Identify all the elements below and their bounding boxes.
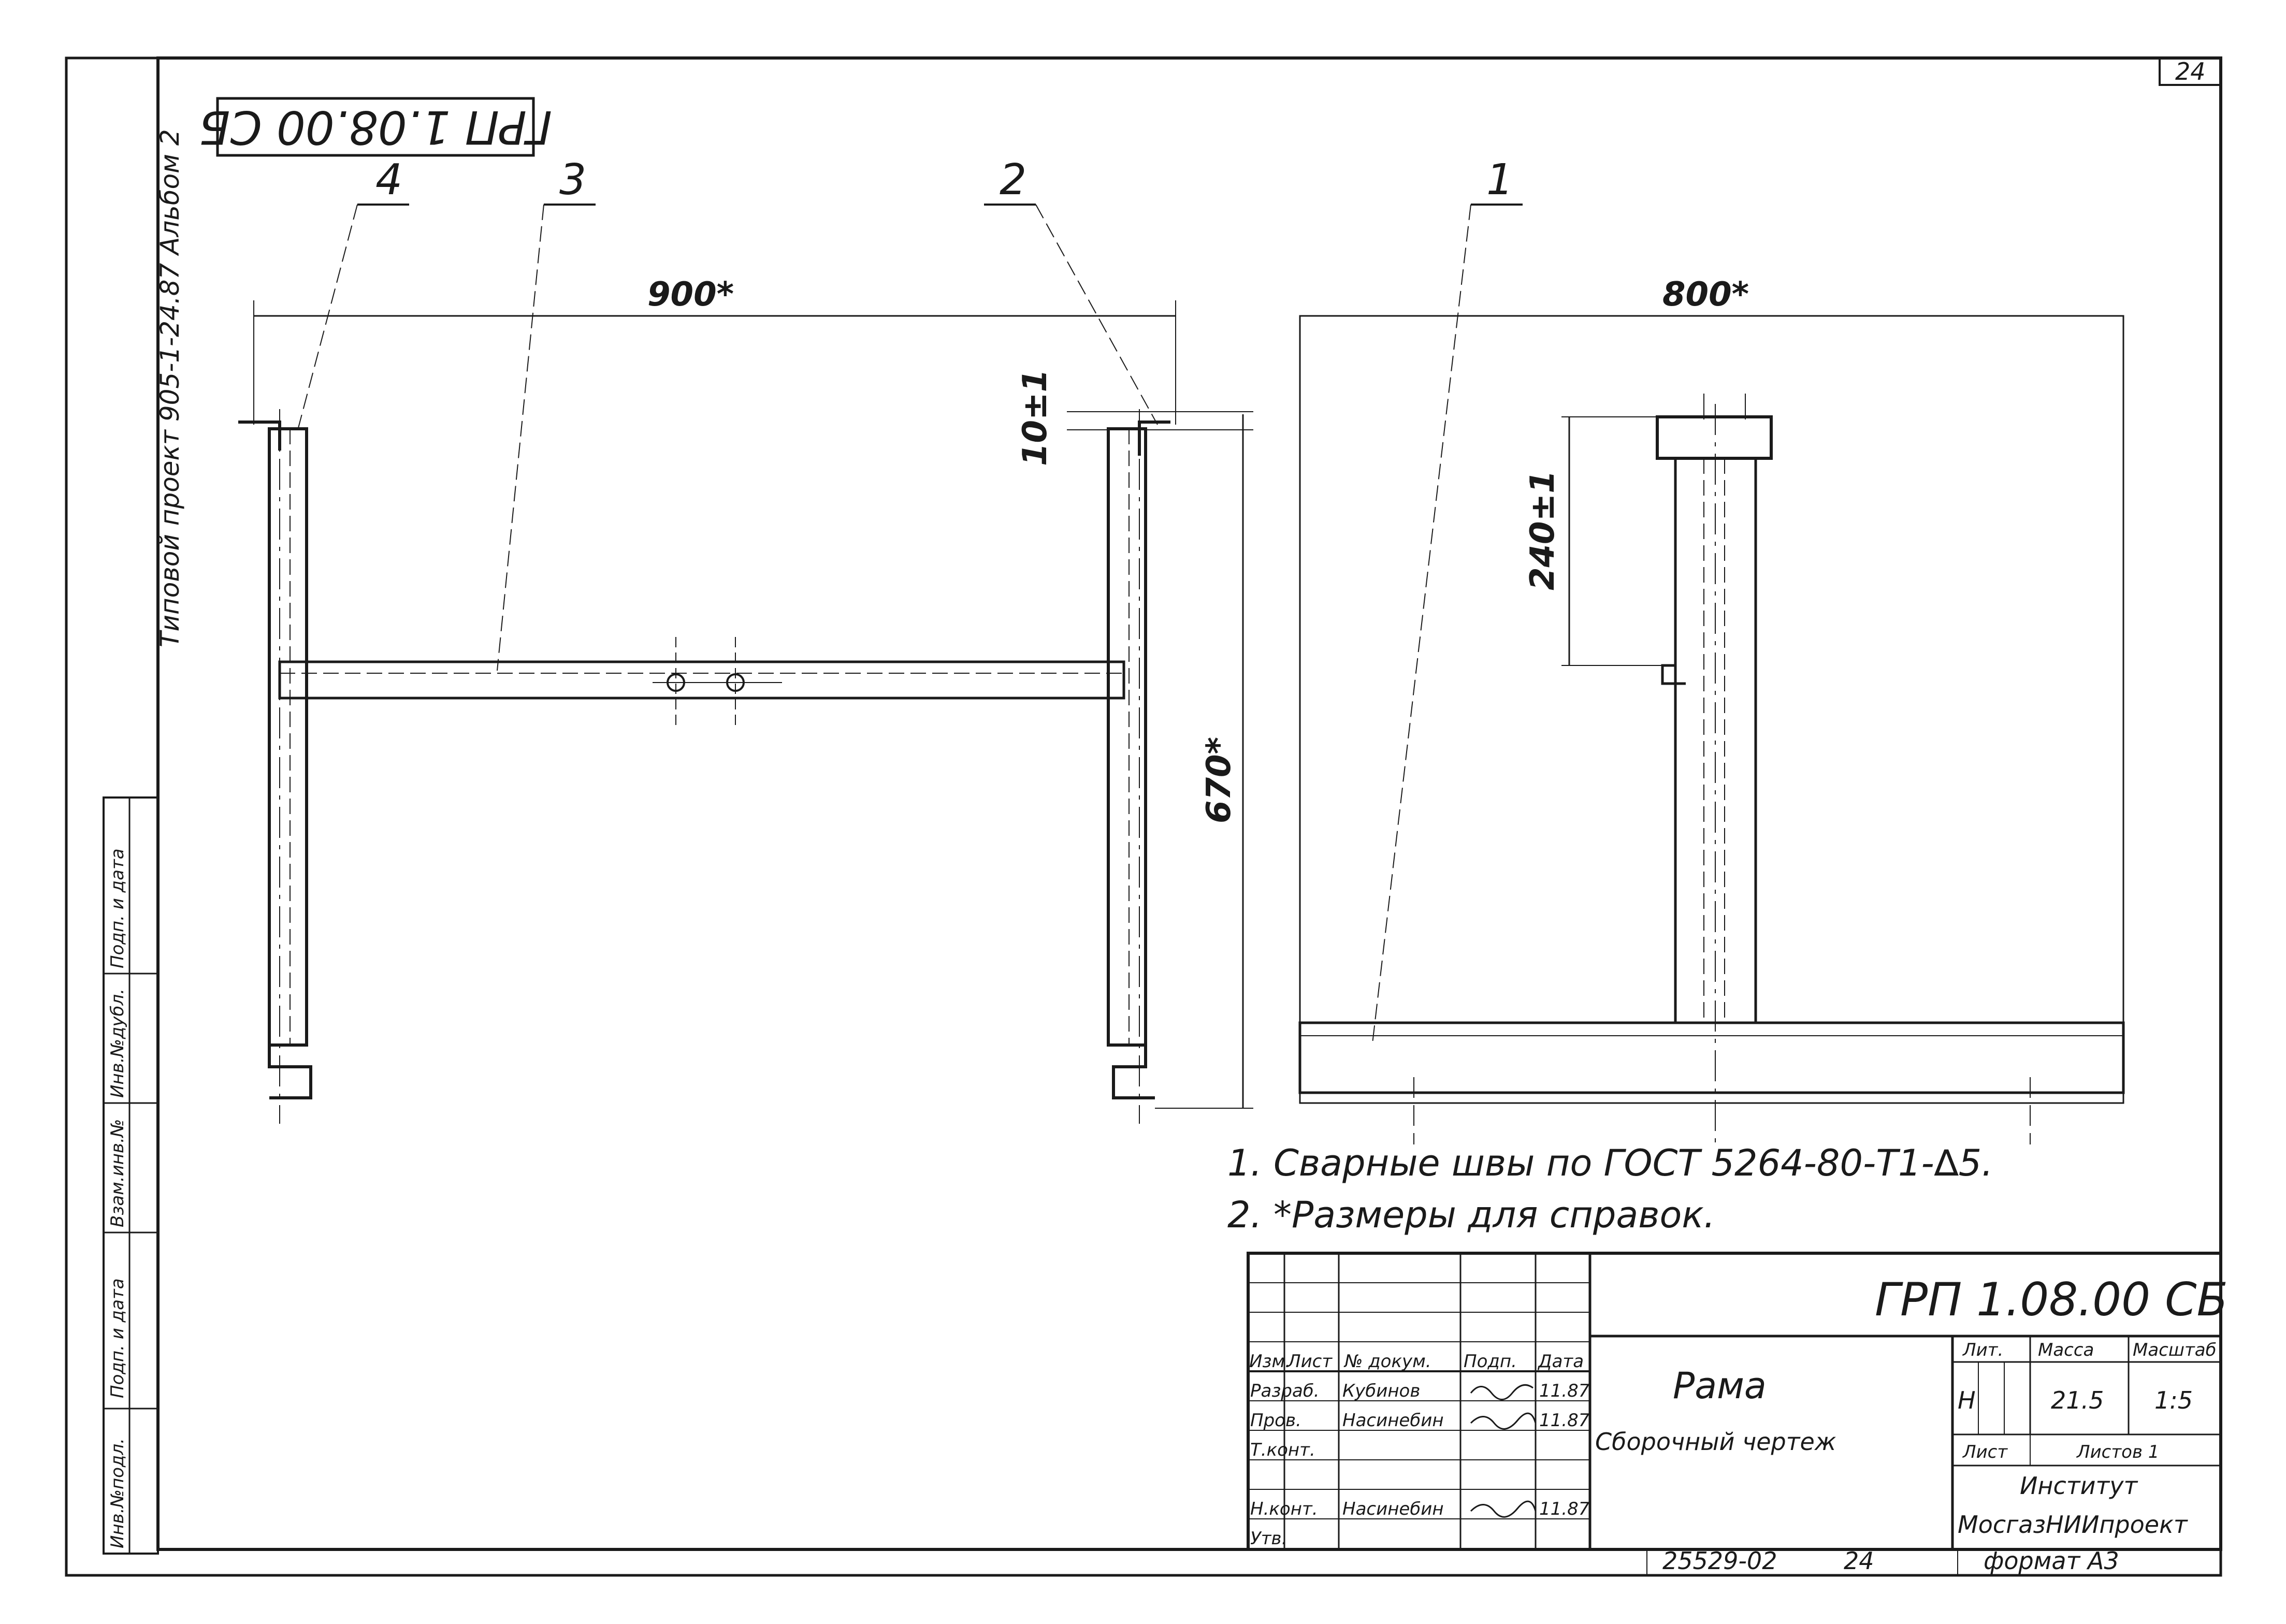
left-stamp-column bbox=[103, 796, 159, 1555]
top-stamp-box bbox=[216, 97, 535, 157]
tb-scale-label: Масштаб bbox=[2133, 1340, 2217, 1360]
tb-mass-value: 21.5 bbox=[2051, 1386, 2104, 1414]
sheet-outer-frame bbox=[65, 56, 2222, 1577]
callout-4: 4 bbox=[375, 155, 402, 205]
tb-row-3-date: 11.87 bbox=[1539, 1499, 1590, 1519]
tb-row-3-role: Н.конт. bbox=[1250, 1499, 1318, 1519]
tb-mass-label: Масса bbox=[2038, 1340, 2094, 1360]
tb-bottom-sheet: 24 bbox=[1844, 1547, 1874, 1575]
tb-header-docnum: № докум. bbox=[1343, 1351, 1431, 1372]
callout-1: 1 bbox=[1486, 155, 1513, 205]
tb-document-code: ГРП 1.08.00 СБ bbox=[1875, 1273, 2228, 1326]
dim-height: 670* bbox=[1200, 737, 1238, 823]
tb-row-1-date: 11.87 bbox=[1539, 1410, 1590, 1431]
tb-org-line1: Институт bbox=[2020, 1472, 2138, 1500]
left-stamp-3: Инв.№дубл. bbox=[107, 989, 128, 1098]
corner-sheet-box bbox=[2159, 57, 2222, 86]
callout-2: 2 bbox=[1000, 155, 1026, 205]
tb-sheets-label: Листов 1 bbox=[2076, 1442, 2159, 1462]
tb-lit-label: Лит. bbox=[1962, 1340, 2003, 1360]
dim-bracket: 240±1 bbox=[1524, 470, 1562, 590]
top-stamp-code: ГРП 1.08.00 СБ bbox=[199, 100, 552, 154]
tb-row-4-role: Утв. bbox=[1250, 1528, 1287, 1549]
tb-header-list: Лист bbox=[1286, 1351, 1333, 1372]
signature-checker bbox=[1470, 1412, 1537, 1430]
dim-width-front: 900* bbox=[647, 276, 734, 314]
dim-width-side: 800* bbox=[1662, 276, 1749, 314]
side-dimensions bbox=[1561, 416, 1665, 666]
tb-bottom-number: 25529-02 bbox=[1662, 1547, 1777, 1575]
tb-row-1-name: Насинебин bbox=[1342, 1410, 1444, 1431]
corner-sheet-number: 24 bbox=[2175, 57, 2206, 85]
left-stamp-4: Подп. и дата bbox=[107, 848, 128, 968]
front-dimensions bbox=[253, 300, 1253, 1109]
tb-org-line2: МосгазНИИпроект bbox=[1958, 1511, 2188, 1539]
tb-header-izm: Изм. bbox=[1249, 1351, 1291, 1372]
callout-leaders bbox=[297, 204, 1523, 1044]
tb-row-0-date: 11.87 bbox=[1539, 1381, 1590, 1401]
left-stamp-2: Взам.инв.№ bbox=[107, 1119, 128, 1227]
note-1: 1. Сварные швы по ГОСТ 5264-80-Т1-∆5. bbox=[1227, 1142, 1993, 1184]
signature-developer bbox=[1470, 1384, 1533, 1400]
tb-header-sign: Подп. bbox=[1464, 1351, 1517, 1372]
callout-3: 3 bbox=[559, 155, 586, 205]
tb-sheet-label: Лист bbox=[1962, 1442, 2008, 1462]
left-stamp-1: Подп. и дата bbox=[107, 1278, 128, 1398]
left-stamp-0: Инв.№подл. bbox=[107, 1438, 128, 1548]
title-block bbox=[1247, 1252, 2222, 1575]
signature-norm-control bbox=[1470, 1500, 1537, 1518]
tb-drawing-subtitle: Сборочный чертеж bbox=[1595, 1428, 1836, 1456]
tb-row-0-role: Разраб. bbox=[1250, 1381, 1320, 1401]
tb-row-3-name: Насинебин bbox=[1342, 1499, 1444, 1519]
tb-drawing-name: Рама bbox=[1673, 1365, 1767, 1407]
tb-row-0-name: Кубинов bbox=[1342, 1381, 1420, 1401]
side-project-text: Типовой проект 905-1-24.87 Альбом 2 bbox=[155, 129, 185, 647]
tb-row-1-role: Пров. bbox=[1250, 1410, 1301, 1431]
note-2: 2. *Размеры для справок. bbox=[1227, 1194, 1715, 1236]
tb-lit-value: Н bbox=[1958, 1386, 1976, 1414]
front-view bbox=[238, 409, 1170, 1124]
tb-row-2-role: Т.конт. bbox=[1250, 1440, 1315, 1460]
tb-scale-value: 1:5 bbox=[2154, 1386, 2193, 1414]
tb-header-date: Дата bbox=[1537, 1351, 1584, 1372]
side-view bbox=[1298, 315, 2125, 1144]
dim-offset-top: 10±1 bbox=[1016, 369, 1054, 466]
tb-format: формат А3 bbox=[1984, 1547, 2119, 1575]
